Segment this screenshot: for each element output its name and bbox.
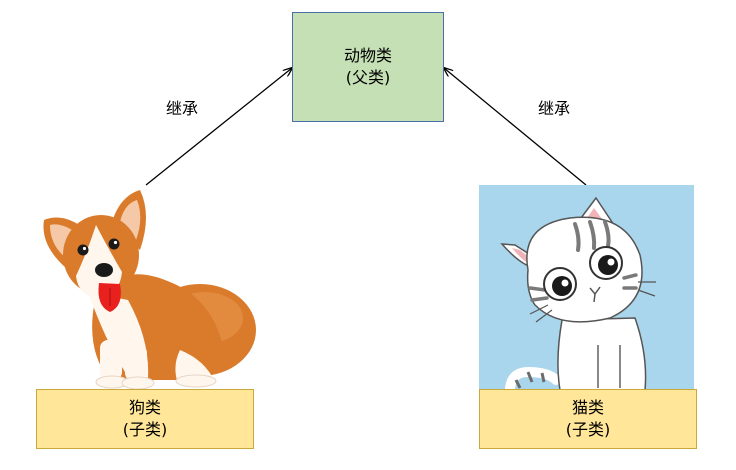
child-class-subtitle-dog: (子类) (122, 420, 168, 439)
arrow-cat-to-parent (444, 68, 587, 186)
parent-class-subtitle: (父类) (345, 68, 391, 87)
child-class-subtitle-cat: (子类) (565, 420, 611, 439)
arrow-dog-to-parent (145, 68, 292, 186)
child-class-title-dog: 狗类 (128, 398, 161, 417)
edge-label-cat: 继承 (538, 99, 571, 118)
parent-class-title: 动物类 (343, 46, 392, 65)
parent-class-box: 动物类 (父类) (292, 12, 444, 122)
child-class-box-dog: 狗类 (子类) (36, 389, 254, 449)
child-class-title-cat: 猫类 (571, 398, 604, 417)
child-class-box-cat: 猫类 (子类) (479, 389, 697, 449)
edge-label-dog: 继承 (166, 99, 199, 118)
